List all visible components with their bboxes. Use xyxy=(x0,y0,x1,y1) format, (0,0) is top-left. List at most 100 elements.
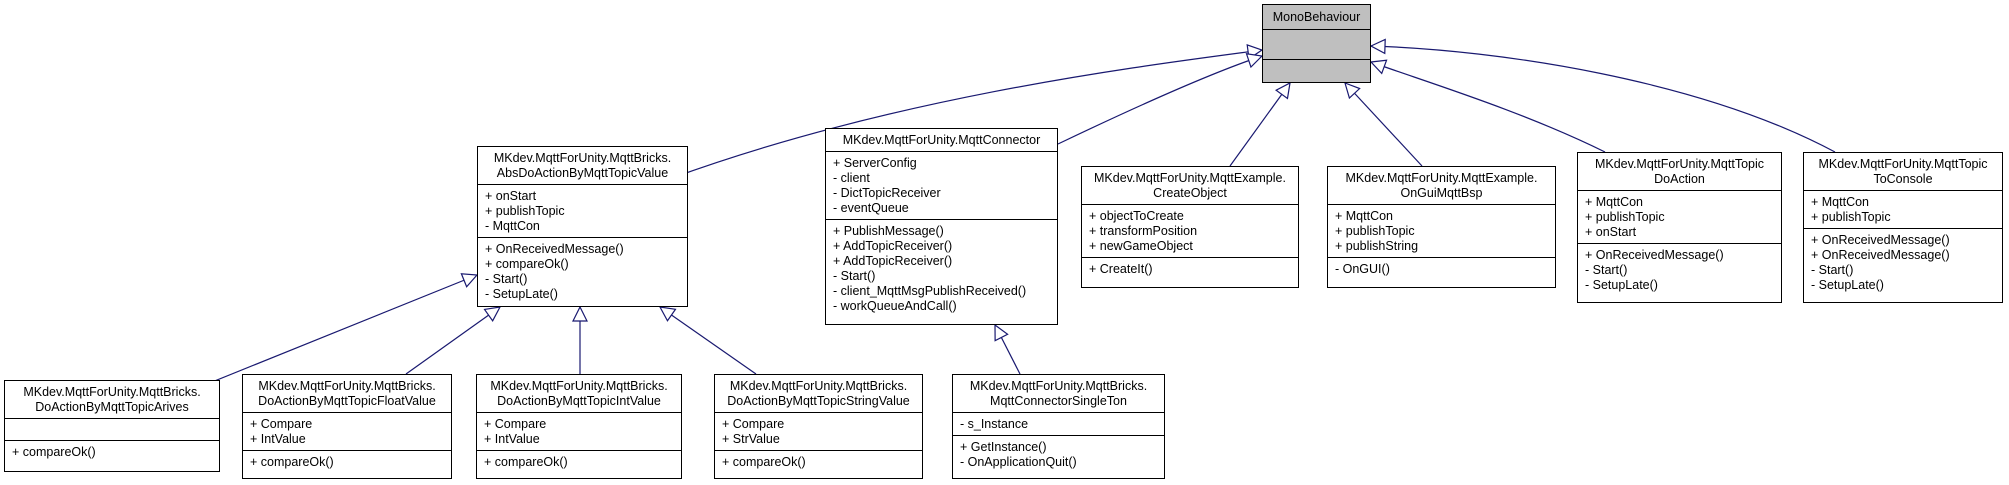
class-doactionbymqtttopicfloatvalue[interactable]: MKdev.MqttForUnity.MqttBricks.DoActionBy… xyxy=(242,374,452,479)
class-mqttconnectorsingleton[interactable]: MKdev.MqttForUnity.MqttBricks.MqttConnec… xyxy=(952,374,1165,479)
class-createobject[interactable]: MKdev.MqttForUnity.MqttExample.CreateObj… xyxy=(1081,166,1299,288)
operation: + OnReceivedMessage() xyxy=(485,242,624,256)
class-onguimqttbsp[interactable]: MKdev.MqttForUnity.MqttExample.OnGuiMqtt… xyxy=(1327,166,1556,288)
class-attributes: + objectToCreate + transformPosition + n… xyxy=(1082,204,1298,257)
inheritance-edge-toconsole xyxy=(1370,45,1836,153)
class-absdoactionbymqtttopicvalue[interactable]: MKdev.MqttForUnity.MqttBricks.AbsDoActio… xyxy=(477,146,688,307)
operation: + OnReceivedMessage() xyxy=(1585,248,1724,262)
attribute: + ServerConfig xyxy=(833,156,917,170)
class-title: MKdev.MqttForUnity.MqttExample.OnGuiMqtt… xyxy=(1345,171,1538,200)
attribute: + MqttCon xyxy=(1585,195,1644,209)
class-doactionbymqtttopicintvalue[interactable]: MKdev.MqttForUnity.MqttBricks.DoActionBy… xyxy=(476,374,682,479)
operation: - client_MqttMsgPublishReceived() xyxy=(833,284,1027,298)
operation: + AddTopicReceiver() xyxy=(833,254,953,268)
class-attributes xyxy=(5,418,219,440)
class-operations: - OnGUI() xyxy=(1328,257,1555,280)
operation: - OnGUI() xyxy=(1335,262,1390,276)
operation: + compareOk() xyxy=(484,455,568,469)
attribute: + transformPosition xyxy=(1089,224,1198,238)
class-title: MKdev.MqttForUnity.MqttBricks.DoActionBy… xyxy=(727,379,910,408)
class-attributes: + MqttCon + publishTopic + publishString xyxy=(1328,204,1555,257)
operation: - SetupLate() xyxy=(485,287,558,301)
class-title: MKdev.MqttForUnity.MqttBricks.DoActionBy… xyxy=(490,379,668,408)
generalization-arrowhead-icon xyxy=(1274,81,1291,100)
attribute: + onStart xyxy=(485,189,537,203)
class-doactionbymqtttopicstringvalue[interactable]: MKdev.MqttForUnity.MqttBricks.DoActionBy… xyxy=(714,374,923,479)
class-operations: + CreateIt() xyxy=(1082,257,1298,280)
inheritance-edge-createobj xyxy=(1229,82,1291,167)
operation: - SetupLate() xyxy=(1585,278,1658,292)
operation: - OnApplicationQuit() xyxy=(960,455,1077,469)
class-attributes: - s_Instance xyxy=(953,412,1164,435)
attribute: + Compare xyxy=(484,417,547,431)
class-attributes: + MqttCon + publishTopic xyxy=(1804,190,2002,228)
operation: + AddTopicReceiver() xyxy=(833,239,953,253)
inheritance-edge-connector xyxy=(1057,55,1263,145)
operation: - Start() xyxy=(485,272,528,286)
class-title: MonoBehaviour xyxy=(1272,10,1361,24)
class-title: MKdev.MqttForUnity.MqttBricks.MqttConnec… xyxy=(969,379,1148,408)
class-monobehaviour[interactable]: MonoBehaviour xyxy=(1262,4,1371,83)
class-title: MKdev.MqttForUnity.MqttExample.CreateObj… xyxy=(1094,171,1286,200)
attribute: + IntValue xyxy=(250,432,306,446)
inheritance-edge-doaction xyxy=(1370,61,1606,153)
class-title: MKdev.MqttForUnity.MqttBricks.AbsDoActio… xyxy=(493,151,672,180)
operation: + OnReceivedMessage() xyxy=(1811,248,1950,262)
attribute: + StrValue xyxy=(722,432,780,446)
class-operations: + OnReceivedMessage() + OnReceivedMessag… xyxy=(1804,228,2002,296)
generalization-arrowhead-icon xyxy=(460,273,479,288)
operation: + GetInstance() xyxy=(960,440,1047,454)
attribute: + publishTopic xyxy=(1585,210,1665,224)
class-attributes: + MqttCon + publishTopic + onStart xyxy=(1578,190,1781,243)
attribute: + Compare xyxy=(250,417,313,431)
class-operations: + PublishMessage() + AddTopicReceiver() … xyxy=(826,219,1057,317)
class-doactionbymqtttopicarives[interactable]: MKdev.MqttForUnity.MqttBricks.DoActionBy… xyxy=(4,380,220,472)
class-title: MKdev.MqttForUnity.MqttConnector xyxy=(842,133,1041,147)
operation: + compareOk() xyxy=(12,445,96,459)
attribute: + publishTopic xyxy=(485,204,565,218)
class-attributes: + Compare + StrValue xyxy=(715,412,922,450)
inheritance-edge-strv xyxy=(659,306,757,375)
attribute: + objectToCreate xyxy=(1089,209,1184,223)
attribute: - DictTopicReceiver xyxy=(833,186,941,200)
attribute: + publishTopic xyxy=(1811,210,1891,224)
operation: - Start() xyxy=(1811,263,1854,277)
generalization-arrowhead-icon xyxy=(658,306,677,322)
operation: + PublishMessage() xyxy=(833,224,944,238)
class-operations: + compareOk() xyxy=(715,450,922,473)
attribute: + publishTopic xyxy=(1335,224,1415,238)
class-operations: + GetInstance() - OnApplicationQuit() xyxy=(953,435,1164,473)
attribute: + onStart xyxy=(1585,225,1637,239)
generalization-arrowhead-icon xyxy=(483,306,502,322)
class-operations: + compareOk() xyxy=(5,440,219,463)
class-operations: + OnReceivedMessage() - Start() - SetupL… xyxy=(1578,243,1781,296)
class-operations: + OnReceivedMessage() + compareOk() - St… xyxy=(478,237,687,305)
class-operations xyxy=(1263,59,1370,81)
attribute: - eventQueue xyxy=(833,201,909,215)
generalization-arrowhead-icon xyxy=(1369,38,1386,55)
operation: + CreateIt() xyxy=(1089,262,1153,276)
generalization-arrowhead-icon xyxy=(1245,53,1264,69)
class-operations: + compareOk() xyxy=(243,450,451,473)
generalization-arrowhead-icon xyxy=(1369,59,1388,75)
class-attributes: + Compare + IntValue xyxy=(477,412,681,450)
operation: - Start() xyxy=(1585,263,1628,277)
operation: - Start() xyxy=(833,269,876,283)
inheritance-edge-floatv xyxy=(405,306,501,375)
operation: - workQueueAndCall() xyxy=(833,299,957,313)
class-attributes xyxy=(1263,29,1370,59)
attribute: + MqttCon xyxy=(1811,195,1870,209)
class-title: MKdev.MqttForUnity.MqttBricks.DoActionBy… xyxy=(23,385,201,414)
attribute: + IntValue xyxy=(484,432,540,446)
operation: + OnReceivedMessage() xyxy=(1811,233,1950,247)
attribute: + MqttCon xyxy=(1335,209,1394,223)
inheritance-edge-absdo xyxy=(671,49,1263,179)
attribute: + newGameObject xyxy=(1089,239,1193,253)
inheritance-edge-arives xyxy=(211,274,478,383)
class-mqttconnector[interactable]: MKdev.MqttForUnity.MqttConnector + Serve… xyxy=(825,128,1058,325)
